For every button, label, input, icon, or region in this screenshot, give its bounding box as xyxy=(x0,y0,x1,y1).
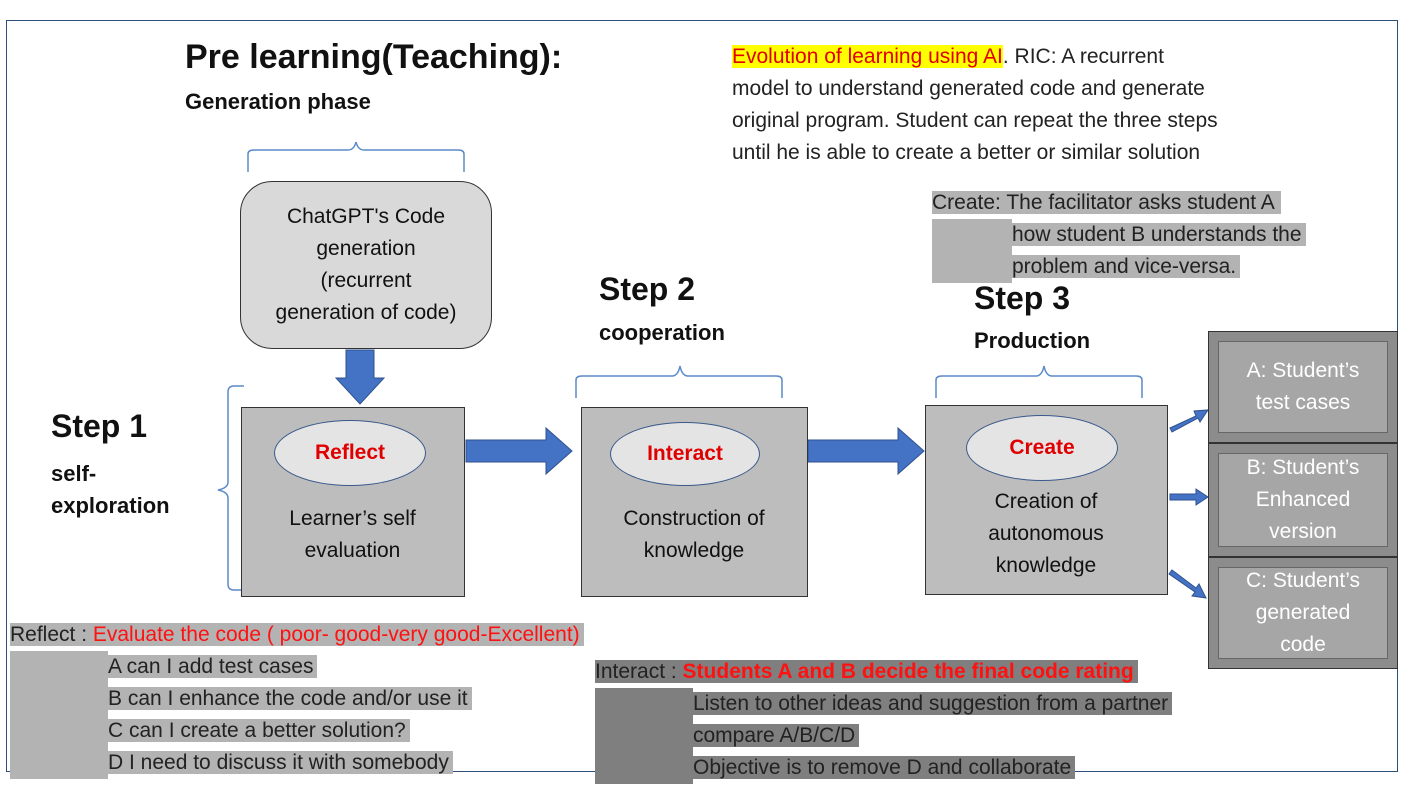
reflect-note-prefix: Reflect : xyxy=(10,623,93,646)
reflect-item-d: D I need to discuss it with somebody xyxy=(108,751,453,774)
arrow-step1-to-step2 xyxy=(465,426,573,476)
output-a-line2: test cases xyxy=(1255,391,1351,414)
step3-title: Step 3 xyxy=(974,280,1071,316)
step2-subtitle: cooperation xyxy=(599,320,725,345)
reflect-ellipse: Reflect xyxy=(274,420,426,486)
top-note-highlight: Evolution of learning using AI xyxy=(732,45,1003,68)
output-c-line3: code xyxy=(1280,633,1326,656)
step2-label: Construction of knowledge xyxy=(582,503,806,567)
arrow-down-to-reflect xyxy=(334,349,386,405)
interact-note-headline: Students A and B decide the final code r… xyxy=(682,660,1138,683)
interact-item-3: Objective is to remove D and collaborate xyxy=(693,756,1076,779)
reflect-note-headline: Evaluate the code ( poor- good-very good… xyxy=(92,623,584,646)
page-subtitle: Generation phase xyxy=(185,89,371,114)
create-ellipse: Create xyxy=(966,415,1118,481)
generation-line3: (recurrent xyxy=(320,269,412,292)
create-note-line1: Create: The facilitator asks student A xyxy=(932,191,1281,214)
step1-label-line1: Learner’s self xyxy=(289,507,416,530)
step1-label-line2: evaluation xyxy=(304,539,401,562)
step2-box: Interact Construction of knowledge xyxy=(581,407,808,597)
step1-box: Reflect Learner’s self evaluation xyxy=(241,407,465,597)
step1-title: Step 1 xyxy=(51,408,148,444)
create-note: Create: The facilitator asks student A h… xyxy=(932,187,1306,283)
step3-subtitle: Production xyxy=(974,328,1091,353)
step3-brace xyxy=(935,365,1143,398)
step3-label-line1: Creation of xyxy=(994,490,1098,513)
output-b-line3: version xyxy=(1269,520,1337,543)
step1-subtitle-line1: self- xyxy=(51,461,97,486)
top-note-line4: until he is able to create a better or s… xyxy=(732,141,1201,164)
output-a-box: A: Student’s test cases xyxy=(1208,331,1398,443)
step3-label-line3: knowledge xyxy=(995,554,1097,577)
output-c-box: C: Student’s generated code xyxy=(1208,557,1398,669)
step1-subtitle: self- exploration xyxy=(51,458,170,522)
arrow-to-output-b xyxy=(1169,488,1209,506)
output-c-line1: C: Student’s xyxy=(1245,569,1360,592)
output-c-line2: generated xyxy=(1255,601,1351,624)
output-b-line2: Enhanced xyxy=(1255,488,1351,511)
create-note-line3: problem and vice-versa. xyxy=(1012,255,1241,278)
reflect-note: Reflect : Evaluate the code ( poor- good… xyxy=(10,619,584,779)
step2-label-line1: Construction of xyxy=(623,507,765,530)
output-b-line1: B: Student’s xyxy=(1246,456,1360,479)
generation-brace xyxy=(247,141,465,172)
generation-line1: ChatGPT's Code xyxy=(286,205,446,228)
step1-label: Learner’s self evaluation xyxy=(242,503,463,567)
top-note-line3: original program. Student can repeat the… xyxy=(732,109,1218,132)
output-a-line1: A: Student’s xyxy=(1246,359,1360,382)
top-note: Evolution of learning using AI. RIC: A r… xyxy=(732,41,1372,169)
reflect-item-a: A can I add test cases xyxy=(108,655,318,678)
reflect-item-c: C can I create a better solution? xyxy=(108,719,410,742)
top-note-line2: model to understand generated code and g… xyxy=(732,77,1205,100)
step3-label-line2: autonomous xyxy=(988,522,1104,545)
step1-subtitle-line2: exploration xyxy=(51,493,170,518)
interact-item-1: Listen to other ideas and suggestion fro… xyxy=(693,692,1173,715)
create-note-line2: how student B understands the xyxy=(1012,223,1306,246)
interact-note-prefix: Interact : xyxy=(595,660,683,683)
generation-box: ChatGPT's Code generation (recurrent gen… xyxy=(240,181,492,349)
step2-title: Step 2 xyxy=(599,271,696,307)
step2-label-line2: knowledge xyxy=(643,539,745,562)
generation-line4: generation of code) xyxy=(275,301,457,324)
reflect-item-b: B can I enhance the code and/or use it xyxy=(108,687,472,710)
arrow-step2-to-step3 xyxy=(807,426,925,476)
interact-note: Interact : Students A and B decide the f… xyxy=(595,656,1173,784)
interact-item-2: compare A/B/C/D xyxy=(693,724,860,747)
output-b-box: B: Student’s Enhanced version xyxy=(1208,443,1398,557)
arrow-to-output-c xyxy=(1168,569,1207,599)
interact-ellipse: Interact xyxy=(610,422,760,486)
step3-label: Creation of autonomous knowledge xyxy=(926,486,1166,582)
arrow-to-output-a xyxy=(1169,409,1209,433)
step1-brace xyxy=(217,385,244,591)
page-title: Pre learning(Teaching): xyxy=(185,38,563,76)
step2-brace xyxy=(575,365,783,398)
generation-line2: generation xyxy=(316,237,416,260)
step3-box: Create Creation of autonomous knowledge xyxy=(925,405,1168,595)
top-note-line1: . RIC: A recurrent xyxy=(1002,45,1164,68)
